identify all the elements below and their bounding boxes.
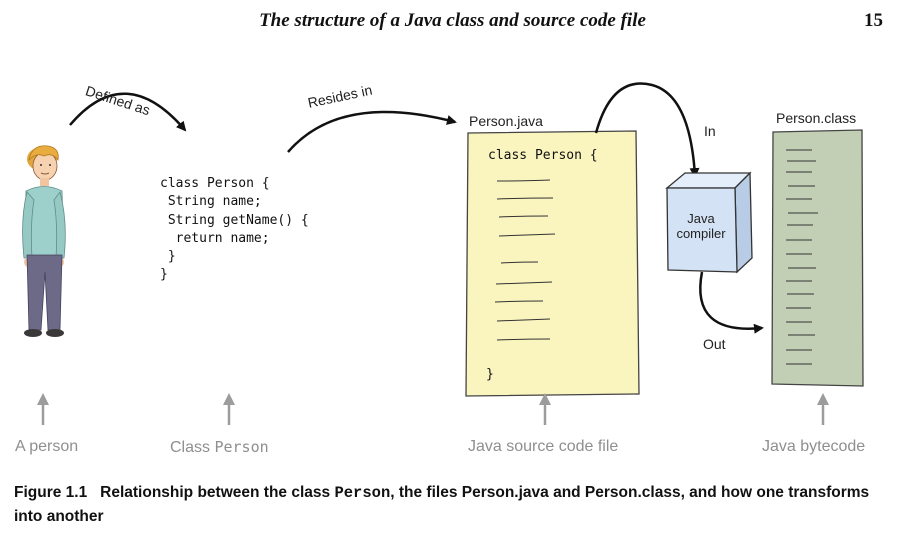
compiler-box	[665, 171, 753, 274]
defined-as-arrow	[69, 92, 187, 132]
source-file-name: Person.java	[469, 113, 543, 129]
code-line: String name;	[160, 194, 262, 210]
compiler-label-line1: Java	[687, 211, 715, 226]
caption-class-name: Person	[214, 438, 269, 456]
caption-person: A person	[15, 438, 79, 455]
person-figure	[22, 145, 66, 337]
code-line: }	[160, 249, 176, 265]
code-line: class Person {	[160, 176, 270, 191]
out-arrow	[699, 271, 764, 334]
compiler-label-line2: compiler	[676, 226, 726, 241]
compiler-label: Java compiler	[667, 211, 735, 241]
figure-caption: Figure 1.1 Relationship between the clas…	[14, 481, 894, 528]
in-arrow	[594, 82, 700, 178]
source-file-first-line: class Person {	[488, 148, 598, 163]
person-pointer-arrow	[37, 393, 49, 425]
code-line: }	[160, 267, 168, 283]
out-label: Out	[703, 336, 726, 352]
figure-caption-text2: , the files Person.java and Person.class…	[14, 484, 870, 525]
caption-class-prefix: Class	[170, 439, 215, 456]
caption-class: Class Person	[170, 438, 269, 457]
figure-caption-mono: Person	[334, 484, 391, 502]
figure-caption-text1: Relationship between the class	[100, 484, 335, 501]
in-label: In	[704, 123, 716, 139]
caption-bytecode: Java bytecode	[762, 438, 866, 455]
class-pointer-arrow	[223, 393, 235, 425]
code-line: return name;	[160, 230, 270, 246]
source-pointer-arrow	[539, 393, 551, 425]
code-line: String getName() {	[160, 212, 309, 228]
figure-label: Figure 1.1	[14, 484, 88, 501]
class-code-block: class Person { String name; String getNa…	[160, 175, 309, 285]
source-file-last-line: }	[486, 367, 494, 382]
page-header-title: The structure of a Java class and source…	[259, 10, 646, 31]
caption-source: Java source code file	[468, 438, 619, 455]
resides-in-arrow	[287, 110, 457, 153]
class-file-page	[771, 129, 864, 387]
page-number: 15	[864, 10, 883, 31]
bytecode-pointer-arrow	[817, 393, 829, 425]
class-file-name: Person.class	[776, 110, 857, 126]
source-file-page	[465, 130, 640, 397]
